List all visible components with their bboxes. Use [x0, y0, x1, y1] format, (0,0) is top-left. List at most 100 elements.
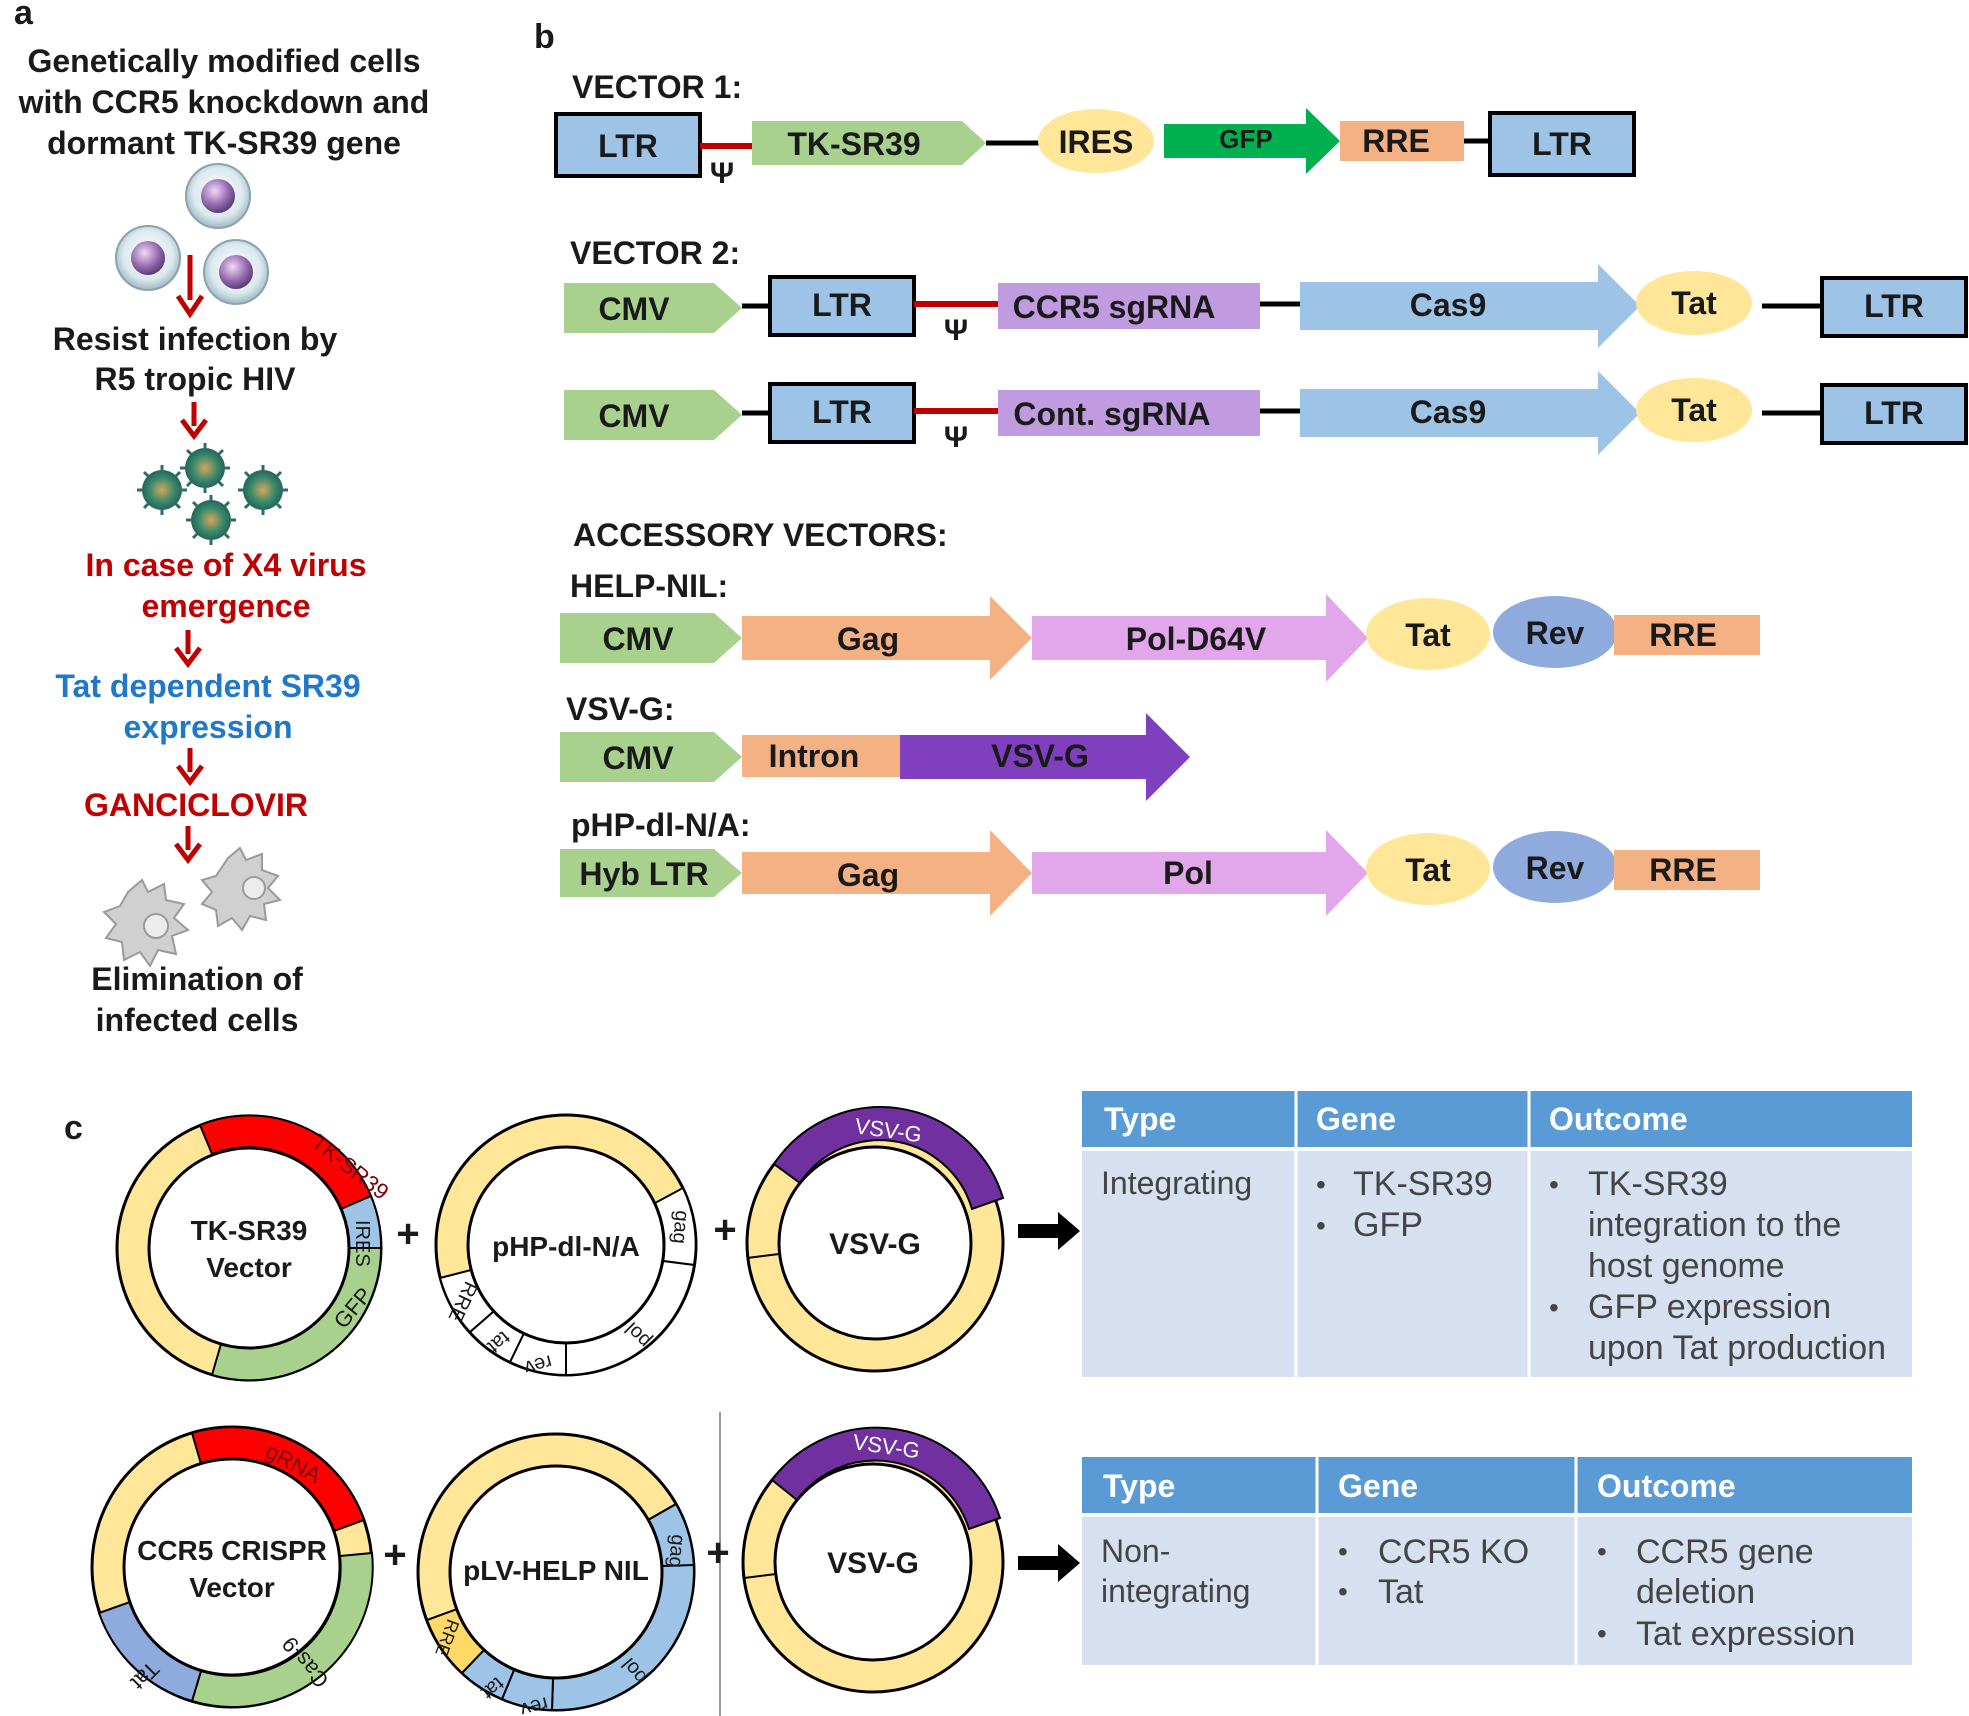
- panel-a-elim-line-1: Elimination of: [91, 961, 303, 997]
- ltr-label: LTR: [1864, 395, 1924, 431]
- panel-a-elim-line-2: infected cells: [96, 1002, 299, 1038]
- hyb-ltr-segment: [560, 849, 742, 897]
- plasmid-name: VSV-G: [827, 1547, 919, 1580]
- table-outcome-line: CCR5 gene: [1636, 1533, 1814, 1571]
- tat-element: [1366, 833, 1490, 905]
- sgrna-segment: [998, 283, 1260, 329]
- ires-segment-label: IRES: [351, 1220, 373, 1267]
- ltr-label: LTR: [1864, 288, 1924, 324]
- plus-sign: +: [706, 1531, 729, 1575]
- ltr-label: LTR: [598, 128, 658, 164]
- virus: [178, 441, 232, 495]
- vector2-title: VECTOR 2:: [570, 235, 740, 271]
- table-type-line: Non-: [1101, 1533, 1170, 1569]
- panel-a-tat-line-1: Tat dependent SR39: [55, 668, 360, 704]
- table-header-gene: Gene: [1316, 1101, 1396, 1137]
- table-outcome-line: GFP expression: [1588, 1288, 1831, 1326]
- psi-label: Ψ: [944, 421, 968, 454]
- tk-sr39-label: TK-SR39: [787, 126, 920, 162]
- table-header-outcome: Outcome: [1549, 1101, 1688, 1137]
- svg-text:•: •: [1597, 1618, 1607, 1649]
- vsvg-segment: [770, 1426, 1002, 1531]
- gag-arrow: [742, 596, 1032, 680]
- hiv-virus-illustration: [137, 441, 290, 547]
- rre-segment: [1340, 121, 1464, 161]
- panel-b-letter: b: [534, 18, 555, 56]
- gag-arrow: [742, 830, 1032, 916]
- result-arrow: [1018, 1544, 1080, 1582]
- svg-text:•: •: [1338, 1536, 1348, 1567]
- ires-element: [1038, 109, 1154, 173]
- virus: [184, 493, 238, 547]
- panel-a-x4-line-1: In case of X4 virus: [85, 547, 366, 583]
- vsvg-title: VSV-G:: [566, 691, 674, 727]
- panel-a-resist-line-1: Resist infection by: [53, 321, 338, 357]
- ccr5-crispr-plasmid: gRNA Cas-9 Tat CCR5 CRISPR Vector: [90, 1425, 374, 1709]
- flow-arrowhead: [180, 418, 208, 441]
- plasmid-name: pLV-HELP NIL: [463, 1555, 649, 1586]
- pol-label: Pol-D64V: [1126, 621, 1267, 657]
- plasmid-name-line-2: Vector: [189, 1572, 275, 1603]
- tat-label: Tat: [1405, 617, 1451, 653]
- cas9-arrow: [1300, 371, 1640, 455]
- svg-text:•: •: [1316, 1210, 1326, 1241]
- panel-a-drug: GANCICLOVIR: [84, 787, 308, 823]
- cell: [185, 163, 251, 229]
- plasmid-name-line-1: CCR5 CRISPR: [137, 1535, 327, 1566]
- pol-arrow: [1032, 594, 1368, 682]
- php-construct: Hyb LTR Gag Pol Tat Rev RRE: [560, 830, 1760, 916]
- cmv-label: CMV: [602, 621, 674, 657]
- ltr-box: [768, 382, 916, 444]
- cmv-segment: [560, 732, 742, 782]
- ltr-box: [554, 112, 702, 178]
- table-gene: CCR5 KO: [1378, 1533, 1529, 1571]
- panel-a-intro-line-2: with CCR5 knockdown and: [18, 84, 430, 120]
- tat-element: [1636, 271, 1752, 335]
- intron-segment: [742, 735, 902, 777]
- rev-segment-label: rev: [518, 1692, 551, 1716]
- vsvg-label: VSV-G: [991, 738, 1089, 774]
- sgrna-label: Cont. sgRNA: [1013, 396, 1210, 432]
- tat-label: Tat: [1671, 285, 1717, 321]
- cmv-label: CMV: [598, 398, 670, 434]
- rre-segment: [1614, 850, 1760, 890]
- intron-label: Intron: [769, 738, 860, 774]
- plasmid-name: VSV-G: [829, 1228, 921, 1261]
- gfp-arrow: [1164, 108, 1340, 174]
- table-gene: GFP: [1353, 1206, 1423, 1244]
- vector2-construct-ccr5: CMV LTR Ψ CCR5 sgRNA Cas9 Tat LTR: [564, 264, 1968, 348]
- plasmid-name-line-1: TK-SR39: [191, 1215, 308, 1246]
- flow-arrowhead: [175, 294, 205, 319]
- vsvg-construct: CMV Intron VSV-G: [560, 713, 1190, 801]
- panel-a-x4-line-2: emergence: [142, 588, 311, 624]
- rev-label: Rev: [1526, 850, 1585, 886]
- rev-label: Rev: [1526, 615, 1585, 651]
- svg-text:•: •: [1549, 1169, 1559, 1200]
- svg-text:•: •: [1549, 1292, 1559, 1323]
- panel-b: b VECTOR 1: LTR Ψ TK-SR39 IRES GFP RRE L…: [534, 18, 1968, 916]
- flow-arrowhead: [176, 764, 204, 787]
- cas9-arrow: [1300, 264, 1640, 348]
- cmv-label: CMV: [602, 740, 674, 776]
- vector1-construct: LTR Ψ TK-SR39 IRES GFP RRE LTR: [554, 108, 1636, 190]
- php-title: pHP-dl-N/A:: [571, 807, 751, 843]
- cmv-segment: [560, 613, 742, 663]
- gag-label: Gag: [837, 857, 899, 893]
- help-nil-title: HELP-NIL:: [570, 568, 728, 604]
- panel-a-intro-line-3: dormant TK-SR39 gene: [47, 125, 401, 161]
- psi-label: Ψ: [944, 314, 968, 347]
- table-outcome-line: integration to the: [1588, 1206, 1841, 1244]
- table-type: Integrating: [1101, 1165, 1252, 1201]
- hyb-ltr-label: Hyb LTR: [579, 856, 708, 892]
- pol-arrow: [1032, 830, 1368, 916]
- results-table-top: Type Gene Outcome Integrating • TK-SR39 …: [1082, 1091, 1912, 1377]
- rre-label: RRE: [1362, 123, 1430, 159]
- sgrna-label: CCR5 sgRNA: [1013, 289, 1216, 325]
- vsvg-plasmid-bottom: VSV-G VSV-G: [741, 1426, 1005, 1694]
- rre-segment: [1614, 615, 1760, 655]
- flow-arrowhead: [174, 646, 202, 669]
- gag-segment-label: gag: [664, 1534, 689, 1569]
- vector2-construct-control: CMV LTR Ψ Cont. sgRNA Cas9 Tat LTR: [564, 371, 1968, 455]
- vsvg-arrow: [900, 713, 1190, 801]
- ltr-label: LTR: [812, 394, 872, 430]
